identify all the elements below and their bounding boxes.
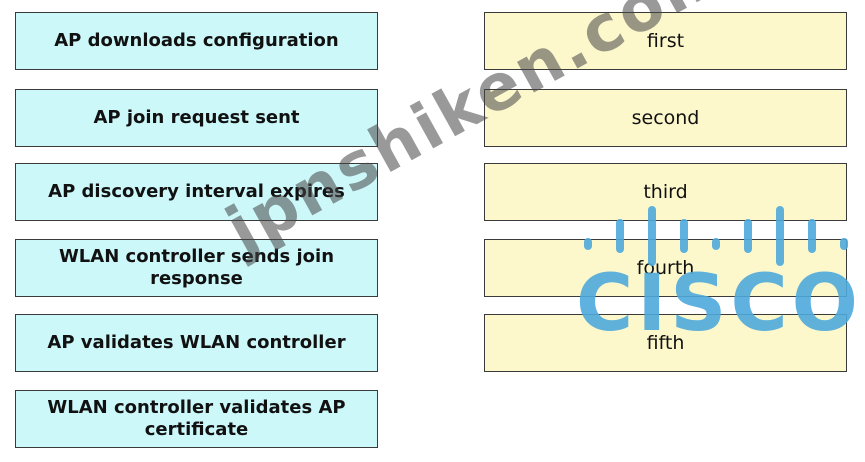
step-wlan-controller-validates-ap-certificate[interactable]: WLAN controller validates AP certificate [15,390,378,448]
slot-third[interactable]: third [484,163,847,221]
slot-fourth[interactable]: fourth [484,239,847,297]
slot-fifth[interactable]: fifth [484,314,847,372]
slot-first[interactable]: first [484,12,847,70]
slot-second[interactable]: second [484,89,847,147]
step-ap-join-request-sent[interactable]: AP join request sent [15,89,378,147]
step-ap-validates-wlan-controller[interactable]: AP validates WLAN controller [15,314,378,372]
step-wlan-controller-sends-join-response[interactable]: WLAN controller sends join response [15,239,378,297]
step-ap-downloads-configuration[interactable]: AP downloads configuration [15,12,378,70]
step-ap-discovery-interval-expires[interactable]: AP discovery interval expires [15,163,378,221]
